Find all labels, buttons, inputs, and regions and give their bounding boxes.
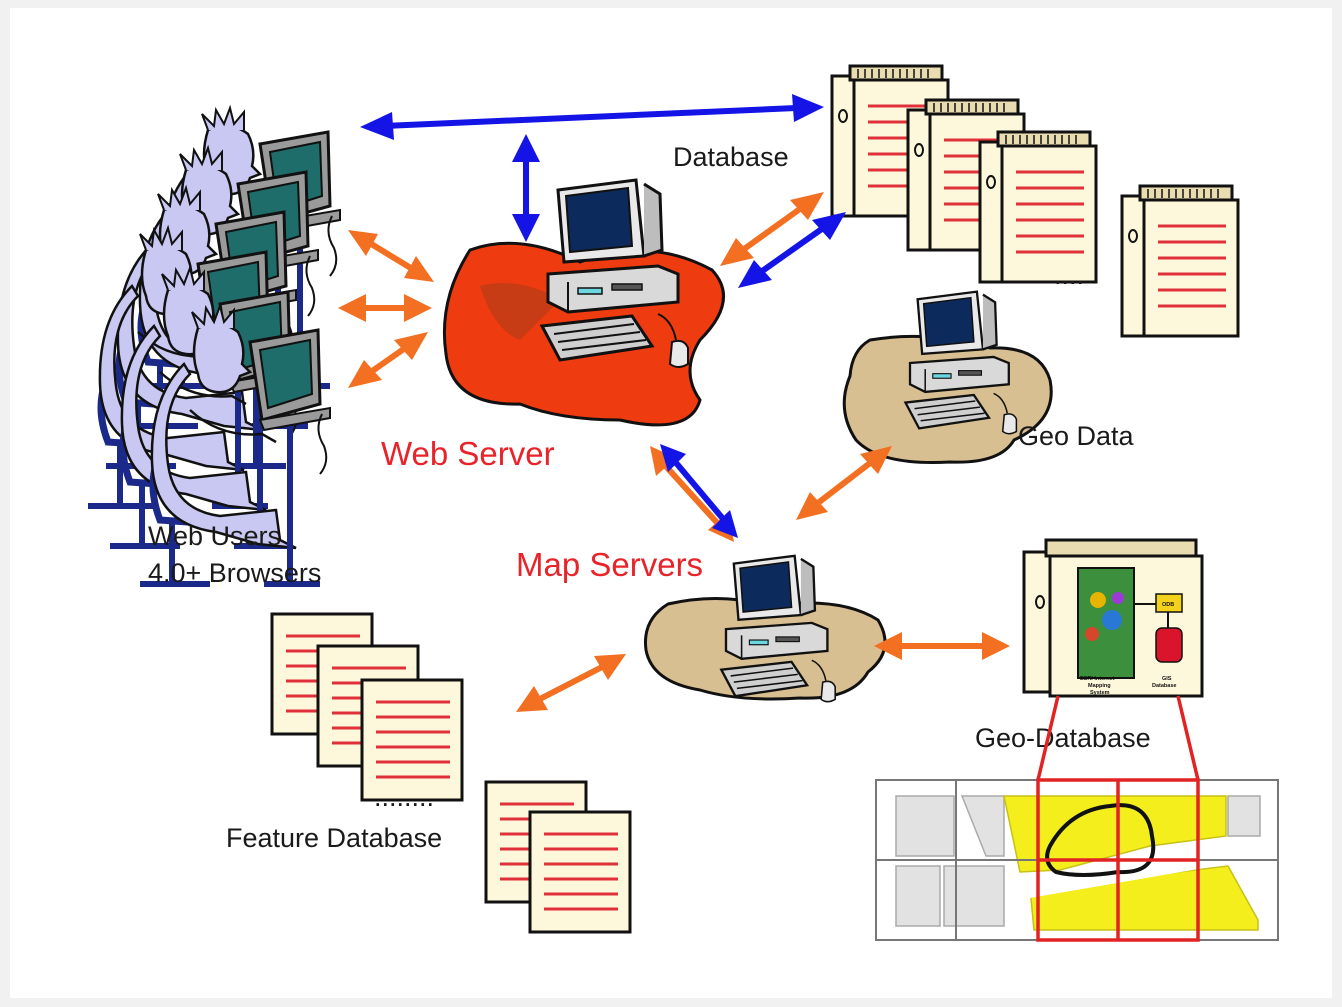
geodb-left-caption-2: Mapping — [1088, 683, 1111, 689]
geodb-box-label: ODB — [1162, 602, 1174, 608]
geodb-left-caption-1: ESRI Internet — [1080, 676, 1115, 682]
arrow-users-webserver — [338, 294, 432, 322]
feature-database-ellipsis: ........ — [374, 782, 434, 812]
web-server — [442, 178, 726, 427]
arrow-webserver-database-vertical — [512, 134, 540, 242]
arrow-webserver-mapservers — [650, 444, 738, 542]
web-users-group — [88, 108, 340, 584]
database-label: Database — [673, 142, 789, 172]
geo-data-server — [842, 290, 1053, 464]
map-tile — [875, 695, 1279, 942]
web-server-label: Web Server — [381, 435, 555, 472]
arrow-mapservers-featuredb — [516, 654, 626, 712]
arrow-webserver-database — [720, 192, 824, 266]
connection-arrows — [338, 94, 1010, 712]
geo-data-label: Geo Data — [1018, 421, 1135, 451]
geodb-right-caption-1: GIS — [1162, 676, 1172, 682]
feature-database-label: Feature Database — [226, 823, 442, 853]
browsers-label: 4.0+ Browsers — [148, 558, 321, 588]
feature-database-documents — [270, 612, 632, 934]
database-cabinets — [830, 64, 1240, 338]
web-users-label: Web Users — [148, 521, 281, 551]
arrow-users-webserver — [348, 230, 434, 282]
diagram-canvas: Web Users 4.0+ Browsers Database .... We… — [10, 8, 1332, 998]
database-cabinet — [1120, 184, 1240, 338]
arrow-mapservers-geodatabase — [874, 632, 1010, 660]
arrow-users-webserver — [348, 332, 428, 388]
geo-database: ODB ESRI Internet Mapping System GIS Dat… — [1022, 538, 1204, 698]
geodb-right-caption-2: Database — [1152, 683, 1176, 689]
feature-document — [528, 810, 632, 934]
geodb-left-caption-3: System — [1090, 690, 1110, 696]
arrow-mapservers-geodata — [796, 446, 892, 520]
arrow-users-database — [360, 94, 824, 140]
database-ellipsis: .... — [1054, 260, 1084, 290]
arrow-webserver-database — [738, 212, 846, 288]
map-servers-label: Map Servers — [516, 546, 703, 583]
map-server — [643, 554, 887, 703]
geo-database-label: Geo-Database — [975, 723, 1151, 753]
